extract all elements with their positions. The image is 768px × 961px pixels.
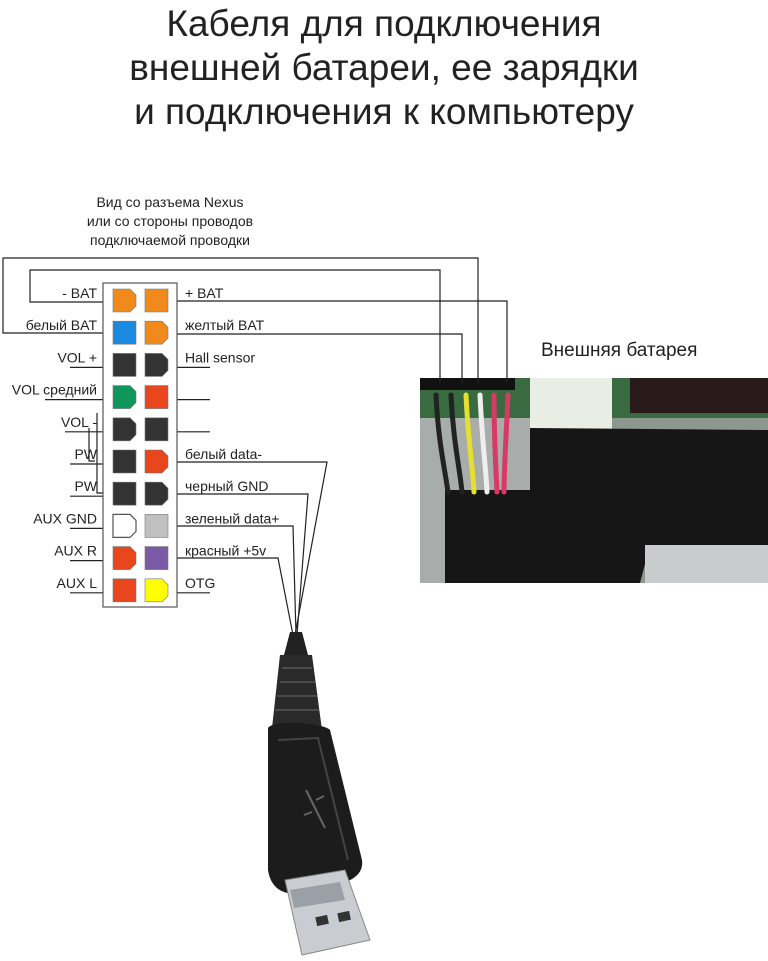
- pin-left-10: [112, 578, 137, 603]
- right-pin-label: зеленый data+: [185, 510, 279, 526]
- title-line-2: внешней батареи, ее зарядки: [129, 47, 639, 88]
- pin-right-10: [144, 578, 169, 603]
- battery-label: Внешняя батарея: [541, 340, 698, 361]
- pin-right-5: [144, 417, 169, 442]
- left-pin-label: VOL -: [61, 414, 97, 430]
- pin-right-7: [144, 481, 169, 506]
- pin-right-8: [144, 514, 169, 538]
- pin-left-2: [112, 320, 137, 345]
- title-line-3: и подключения к компьютеру: [134, 91, 634, 132]
- pin-left-7: [112, 481, 137, 506]
- pin-left-4: [112, 385, 137, 409]
- right-pin-label: красный +5v: [185, 543, 266, 559]
- view-note: Вид со разъема Nexus или со стороны пров…: [0, 193, 340, 250]
- pin-right-1: [144, 288, 169, 313]
- right-pin-label: Hall sensor: [185, 349, 255, 365]
- left-pin-label: AUX R: [54, 543, 97, 559]
- left-pin-label: AUX GND: [33, 510, 97, 526]
- pin-right-3: [144, 353, 169, 377]
- pin-left-3: [112, 353, 137, 377]
- page-title: Кабеля для подключения внешней батареи, …: [0, 2, 768, 134]
- right-pin-label: + BAT: [185, 285, 224, 301]
- wires: [2, 257, 508, 636]
- right-pin-label: белый data-: [185, 446, 262, 462]
- left-pin-label: PW: [74, 446, 97, 462]
- battery-photo: [420, 378, 768, 583]
- right-pin-label: OTG: [185, 575, 215, 591]
- right-pin-label: черный GND: [185, 478, 268, 494]
- pin-right-6: [144, 449, 169, 474]
- left-pin-label: VOL средний: [12, 382, 97, 398]
- pin-left-6: [112, 449, 137, 474]
- left-pin-label: - BAT: [62, 285, 97, 301]
- pin-right-4: [144, 385, 169, 409]
- right-pin-label: желтый BAT: [185, 317, 265, 333]
- view-note-line: или со стороны проводов: [86, 213, 254, 229]
- view-note-line: Вид со разъема Nexus: [96, 194, 244, 210]
- left-pin-label: VOL +: [57, 349, 97, 365]
- usb-plug: [268, 632, 371, 956]
- left-pin-label: AUX L: [57, 575, 98, 591]
- pin-left-8: [112, 513, 137, 538]
- view-note-line: подключаемой проводки: [90, 232, 250, 248]
- title-line-1: Кабеля для подключения: [166, 3, 602, 44]
- pin-right-9: [144, 546, 169, 570]
- left-pin-label: PW: [74, 478, 97, 494]
- left-pin-label: белый BAT: [26, 317, 98, 333]
- pin-right-2: [144, 320, 169, 345]
- pin-left-9: [112, 546, 137, 570]
- pin-left-1: [112, 288, 137, 313]
- pin-left-5: [112, 417, 137, 442]
